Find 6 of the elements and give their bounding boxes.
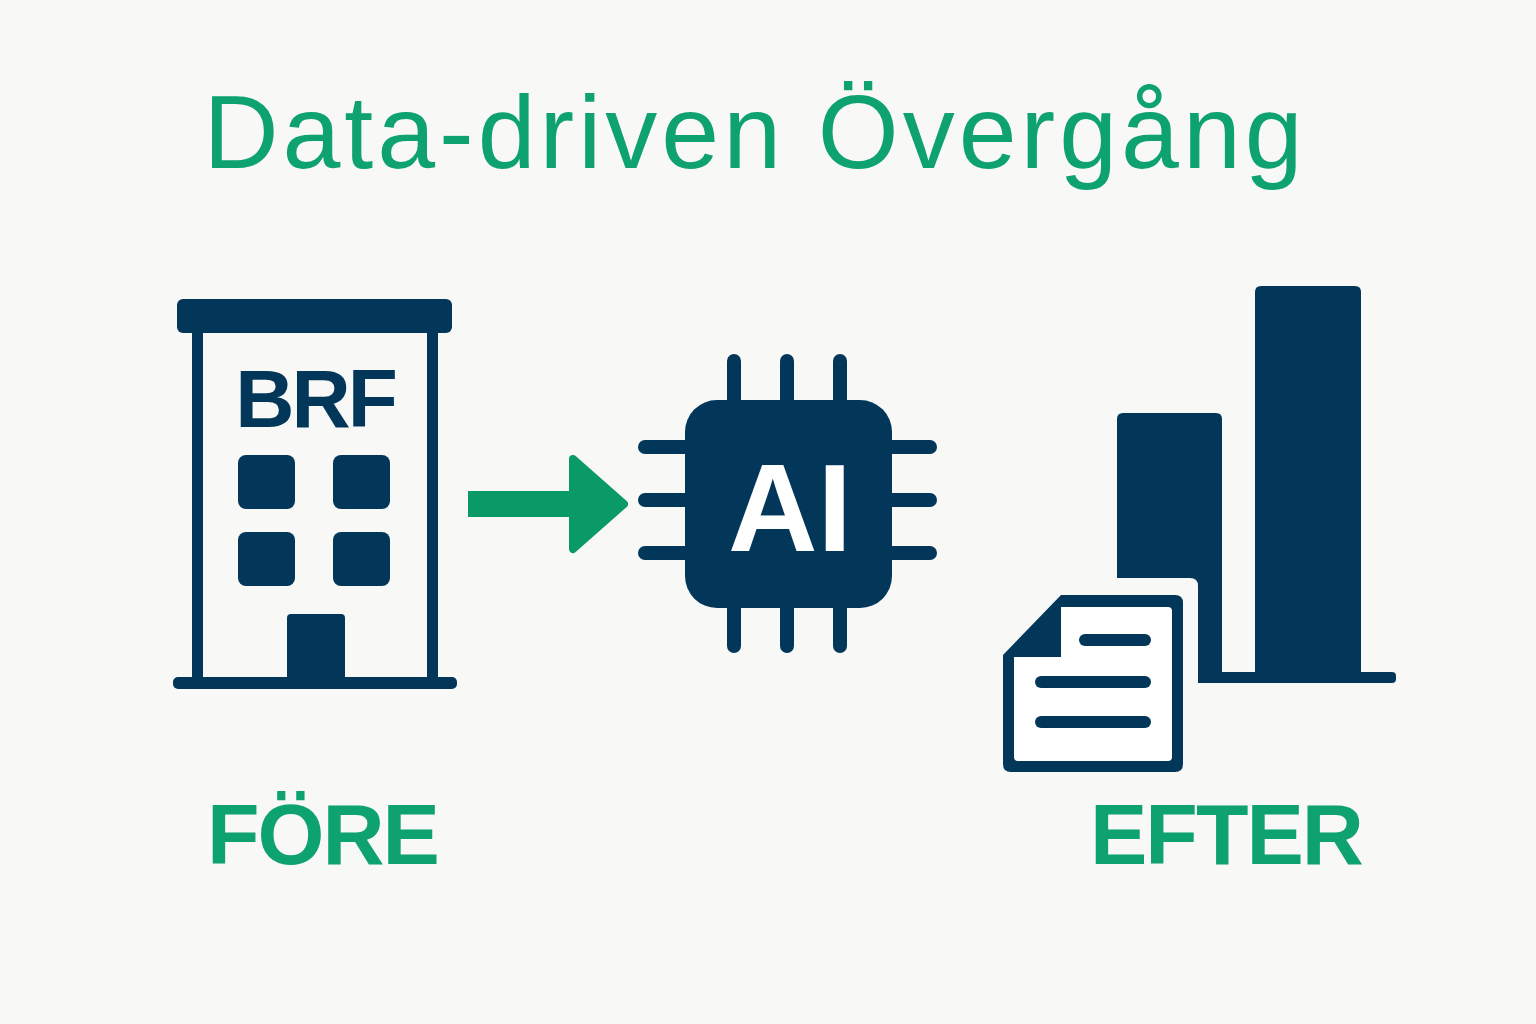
building-label: BRF [235,352,395,446]
arrow [468,455,628,553]
diagram-title: Data-driven Övergång [203,73,1307,192]
chip-label: AI [728,438,852,579]
stage-label: EFTER [1090,785,1362,884]
stage-label: FÖRE [207,785,438,884]
